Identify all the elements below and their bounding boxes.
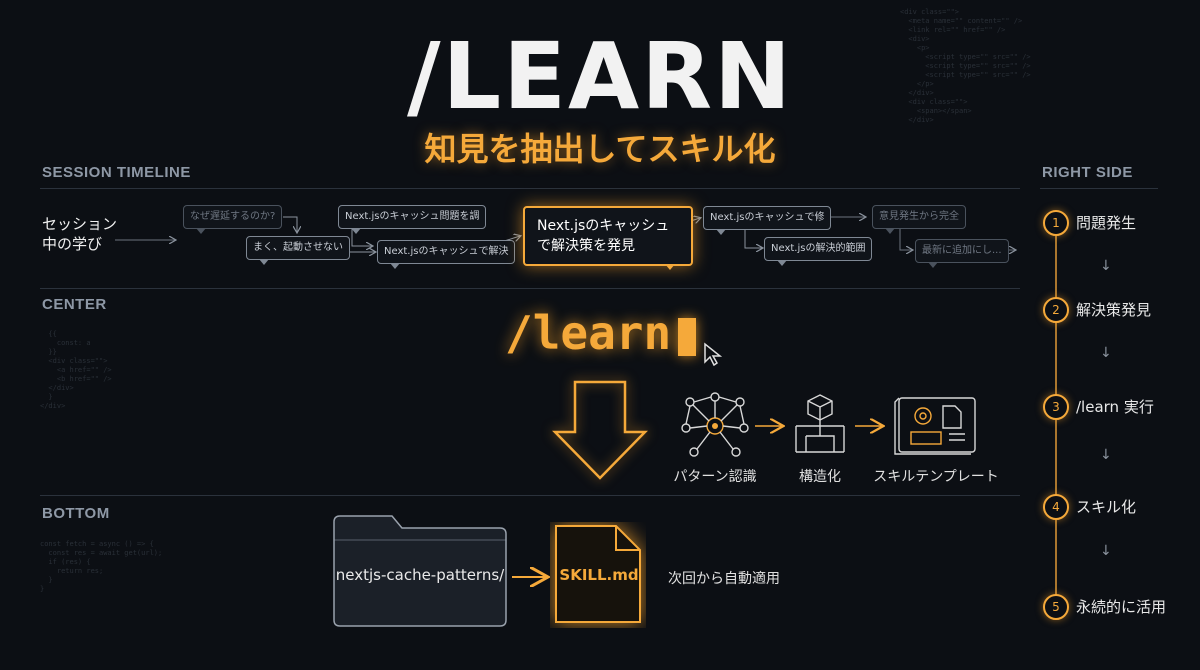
timeline-bubble: Next.jsのキャッシュ問題を調 [338,205,487,234]
timeline-bubble: まく、起動させない [246,236,350,265]
step-number: 4 [1043,494,1069,520]
timeline-bubble: 意見発生から完全 [872,205,966,234]
divider-bottom [40,495,1020,496]
network-icon [681,392,749,457]
timeline-bubble: Next.jsの解決的範囲 [764,237,873,266]
chevron-down-icon: ↓ [1100,258,1112,274]
page-title: /LEARN [406,23,794,130]
mouse-pointer-icon [704,342,723,367]
pipeline-label-pattern: パターン認識 [673,469,757,485]
section-label-bottom: BOTTOM [42,505,110,522]
chevron-down-icon: ↓ [1100,345,1112,361]
divider-right [1040,188,1158,189]
timeline-bubble: Next.jsのキャッシュで解決 [377,240,516,269]
folder-name: nextjs-cache-patterns/ [335,566,505,584]
step-number: 1 [1043,210,1069,236]
skill-file-name: SKILL.md [559,566,639,584]
structure-icon [795,394,845,453]
chevron-down-icon: ↓ [1100,447,1112,463]
session-label-line2: 中の学び [42,235,103,253]
step-label: 解決策発見 [1076,301,1152,319]
step-number: 2 [1043,297,1069,323]
step-label: 問題発生 [1076,214,1137,232]
section-label-right: RIGHT SIDE [1042,164,1133,181]
auto-apply-note: 次回から自動適用 [668,571,780,587]
down-arrow-icon [552,380,648,480]
timeline-bubble-highlight: Next.jsのキャッシュで解決策を発見 [523,206,693,270]
section-label-timeline: SESSION TIMELINE [42,164,191,181]
folder-icon [333,515,507,627]
step-number: 3 [1043,394,1069,420]
divider-center [40,288,1020,289]
timeline-bubble: なぜ遅延するのか? [183,205,283,234]
divider-timeline [40,188,1020,189]
step-label: スキル化 [1076,498,1137,516]
template-icon [894,397,976,455]
chevron-down-icon: ↓ [1100,543,1112,559]
timeline-bubble: Next.jsのキャッシュで修 [703,206,832,235]
skill-file-icon [555,525,641,623]
section-label-center: CENTER [42,296,107,313]
session-label: セッション 中の学び [42,214,117,254]
session-label-line1: セッション [42,215,118,233]
learn-command-text: /learn [505,306,672,360]
page-subtitle: 知見を抽出してスキル化 [424,130,776,168]
step-label: 永続的に活用 [1076,598,1167,616]
pipeline-label-template: スキルテンプレート [873,469,999,485]
pipeline-label-structure: 構造化 [799,469,841,485]
timeline-bubble: 最新に追加にし... [915,239,1009,268]
text-cursor-icon [678,318,696,356]
step-number: 5 [1043,594,1069,620]
learn-command: /learn [505,306,671,360]
step-label: /learn 実行 [1076,398,1154,416]
